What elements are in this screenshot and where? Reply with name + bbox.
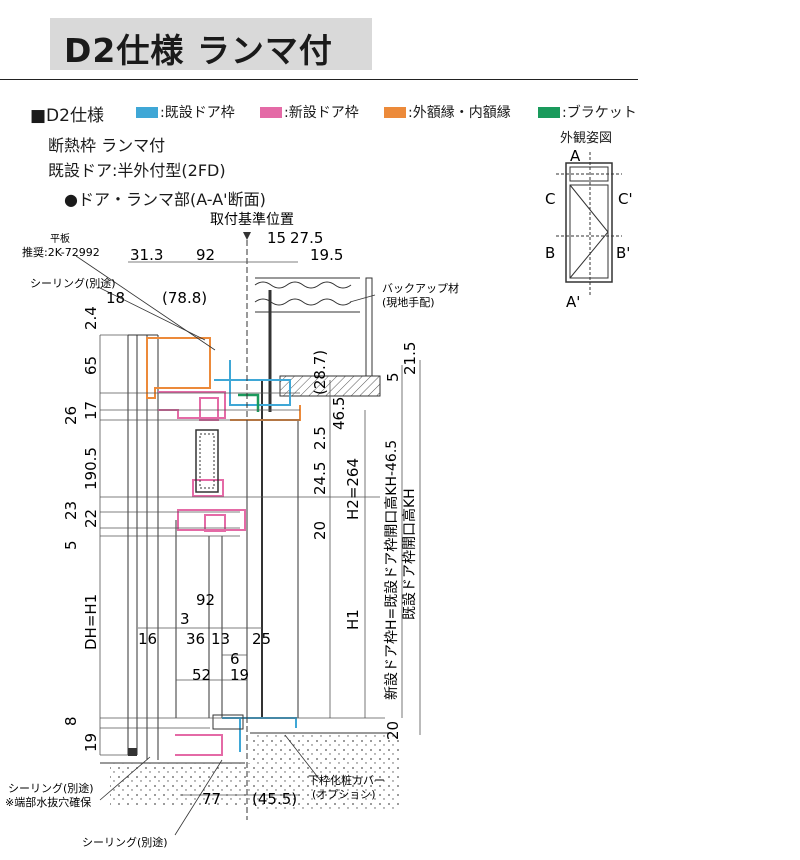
dim-92-inner: 92 (196, 591, 215, 609)
dim-dh-h1: DH=H1 (82, 594, 100, 650)
dim-36: 36 (186, 630, 205, 648)
dim-23: 23 (62, 501, 80, 520)
dim-19-5: 19.5 (310, 246, 343, 264)
transom-glass (195, 429, 219, 493)
flat-plate-label: 平板 (50, 232, 70, 245)
legend-casing: :外額縁・内額縁 (384, 104, 511, 121)
sill-cover-note: (オプション) (312, 788, 376, 801)
legend-new-frame: :新設ドア枠 (260, 104, 359, 121)
dim-22: 22 (82, 509, 100, 528)
sill-cover-label: 下枠化粧カバー (308, 773, 385, 787)
dim-20-mid: 20 (311, 521, 329, 540)
dim-5-right: 5 (384, 372, 402, 382)
dim-26: 26 (62, 406, 80, 425)
spec-label: ■D2仕様 (30, 106, 104, 126)
dim-h2: H2=264 (344, 458, 362, 520)
dim-15: 15 (267, 229, 286, 247)
header-divider (0, 79, 638, 80)
dim-5-left: 5 (62, 540, 80, 550)
dim-190-5: 190.5 (82, 447, 100, 490)
exterior-view-glyph (556, 152, 622, 296)
view-label-a-prime: A' (566, 293, 580, 311)
section-title: ●ドア・ランマ部(A-A'断面) (64, 190, 266, 209)
legend-swatch (538, 106, 560, 118)
backup-label: バックアップ材 (382, 281, 459, 295)
dim-existing-kh: 既設ドア枠開口高KH (401, 488, 418, 620)
recommended-label: 推奨:2K-72992 (22, 245, 100, 259)
spec-line-frame: 断熱枠 ランマ付 (48, 136, 166, 155)
bracket (238, 393, 260, 412)
dim-20-bottom: 20 (384, 721, 402, 740)
dim-new-frame-h: 新設ドア枠H=既設ドア枠開口高KH-46.5 (383, 440, 400, 700)
legend-swatch (384, 106, 406, 118)
sealing-top-label: シーリング(別途) (30, 276, 116, 290)
dim-52: 52 (192, 666, 211, 684)
title-banner (50, 18, 372, 70)
dim-65: 65 (82, 356, 100, 375)
sealing-bottom1-label: シーリング(別途) (8, 781, 94, 795)
floor-slab-right (250, 733, 400, 811)
sealing-bottom1-note: ※端部水抜穴確保 (5, 795, 91, 809)
dim-2-4: 2.4 (82, 306, 100, 330)
dim-17: 17 (82, 401, 100, 420)
dim-8: 8 (62, 716, 80, 726)
dimension-lines (99, 261, 421, 796)
existing-frame-top (214, 360, 291, 406)
dim-25: 25 (252, 630, 271, 648)
backup-note: (現地手配) (382, 295, 435, 309)
dim-92-top: 92 (196, 246, 215, 264)
spec-line-door: 既設ドア:半外付型(2FD) (48, 161, 226, 180)
dim-46-5: 46.5 (330, 397, 348, 430)
dim-45-5: (45.5) (252, 790, 297, 808)
dim-3: 3 (180, 610, 190, 628)
dim-19-inner: 19 (230, 666, 249, 684)
dim-31-3: 31.3 (130, 246, 163, 264)
dim-28-7: (28.7) (311, 350, 329, 395)
interior-casing (230, 405, 301, 421)
dim-27-5: 27.5 (290, 229, 323, 247)
page-title: D2仕様 ランマ付 (64, 31, 333, 70)
dim-78-8: (78.8) (162, 289, 207, 307)
dim-2-5: 2.5 (311, 426, 329, 450)
dim-21-5: 21.5 (401, 342, 419, 375)
dim-24-5: 24.5 (311, 462, 329, 495)
exterior-casing (146, 337, 211, 399)
dim-h1: H1 (344, 609, 362, 630)
view-label-b-prime: B' (616, 244, 630, 262)
dim-13: 13 (211, 630, 230, 648)
view-label-c-prime: C' (618, 190, 633, 208)
floor-slab-left (110, 763, 250, 805)
dim-6: 6 (230, 650, 240, 668)
dim-18: 18 (106, 289, 125, 307)
mount-ref-arrow (243, 232, 251, 240)
dim-16: 16 (138, 630, 157, 648)
view-label-a: A (570, 147, 581, 165)
legend-swatch (136, 106, 158, 118)
dim-77: 77 (202, 790, 221, 808)
mount-ref-label: 取付基準位置 (210, 211, 294, 228)
new-frame (158, 391, 246, 756)
sill-piece (212, 714, 244, 730)
view-label-c: C (545, 190, 555, 208)
dim-19-left: 19 (82, 733, 100, 752)
legend-bracket: :ブラケット (538, 104, 637, 121)
view-label-b: B (545, 244, 555, 262)
legend-swatch (260, 106, 282, 118)
exterior-view-title: 外観姿図 (560, 131, 613, 146)
leader-lines (75, 255, 376, 836)
legend-existing-frame: :既設ドア枠 (136, 104, 235, 121)
sealing-bottom2-label: シーリング(別途) (82, 835, 168, 849)
